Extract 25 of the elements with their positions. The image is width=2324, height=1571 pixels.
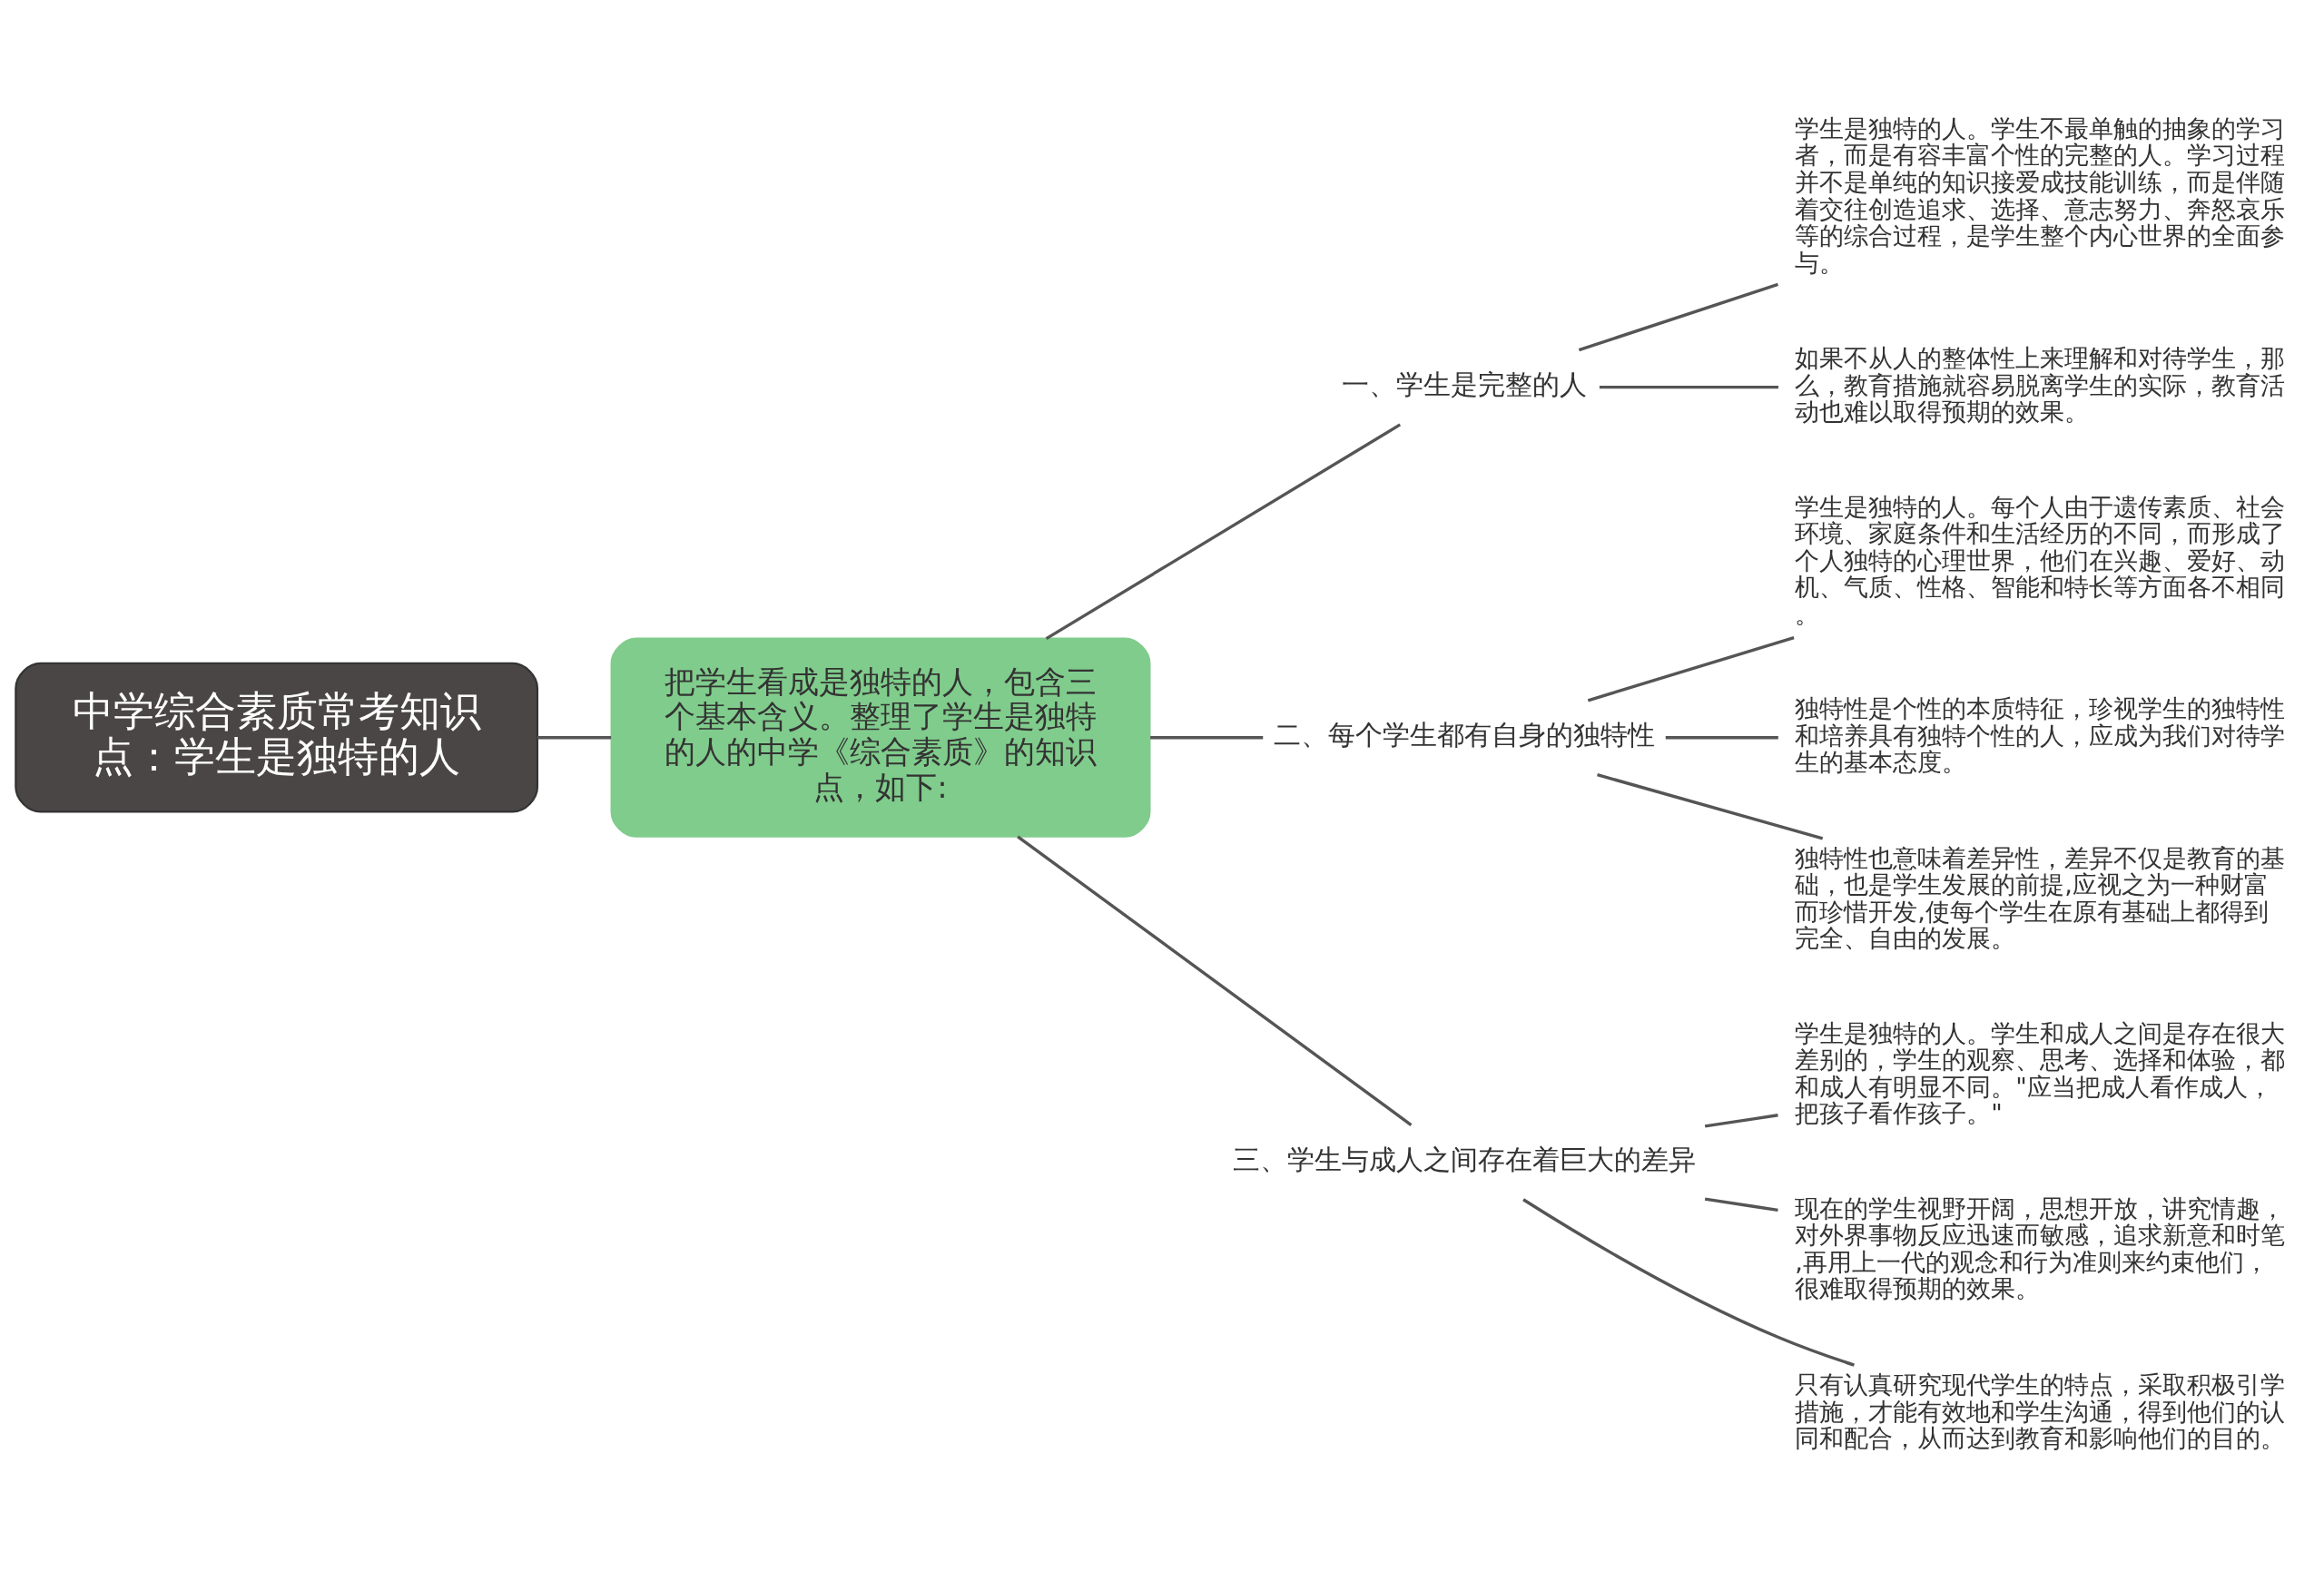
connector: [1017, 835, 1413, 1126]
node-text: 只有认真研究现代学生的特点，采取积极引学措施，才能有效地和学生沟通，得到他们的认同和配合，从而达到教育和影响他们的目的。: [1795, 1370, 2286, 1453]
connector: [1045, 423, 1402, 641]
node-text: 学生是独特的人。学生不最单触的抽象的学习者，而是有容丰富个性的完整的人。学习过程并不是单纯的知识接爱成技能训练，而是伴随着交往创造追求、选择、意志努力、奔怒哀乐等的综合过程，是学生整个内心世界的全面参与。: [1795, 113, 2286, 277]
node-text: 如果不从人的整体性上来理解和对待学生，那么，教育措施就容易脱离学生的实际，教育活动也难以取得预期的效果。: [1795, 344, 2286, 427]
node-text: 学生是独特的人。学生和成人之间是存在很大差别的，学生的观察、思考、选择和体验，都和成人有明显不同。"应当把成人看作成人，把孩子看作孩子。": [1795, 1018, 2286, 1128]
node-text: 二、每个学生都有自身的独特性: [1273, 720, 1655, 751]
node-text: 独特性是个性的本质特征，珍视学生的独特性和培养具有独特个性的人，应成为我们对待学生的基本态度。: [1795, 694, 2286, 777]
node-box: 中学综合素质常考知识点：学生是独特的人: [15, 662, 539, 813]
connector: [1704, 1197, 1778, 1213]
connector: [1587, 636, 1795, 702]
connector: [1522, 1198, 1855, 1367]
node-text: 现在的学生视野开阔，思想开放，讲究情趣，对外界事物反应迅速而敏感，追求新意和时笔,再用上一代的观念和行为准则来约束他们，很难取得预期的效果。: [1795, 1193, 2286, 1303]
node-box: 把学生看成是独特的人，包含三个基本含义。整理了学生是独特的人的中学《综合素质》的知识点，如下:: [610, 637, 1151, 838]
connector: [1599, 385, 1778, 389]
node-text: 一、学生是完整的人: [1341, 369, 1587, 401]
connector: [1578, 282, 1778, 352]
connector: [1597, 773, 1824, 840]
connector: [1704, 1114, 1778, 1128]
node-text: 学生是独特的人。每个人由于遗传素质、社会环境、家庭条件和生活经历的不同，而形成了个人独特的心理世界，他们在兴趣、爱好、动机、气质、性格、智能和特长等方面各不相同。: [1795, 492, 2286, 628]
connector: [1150, 736, 1264, 740]
node-text: 独特性也意味着差异性，差异不仅是教育的基础，也是学生发展的前提,应视之为一种财富而珍惜开发,使每个学生在原有基础上都得到完全、自由的发展。: [1795, 843, 2286, 953]
node-text: 三、学生与成人之间存在着巨大的差异: [1232, 1144, 1696, 1176]
connector: [1665, 736, 1778, 740]
connector: [537, 736, 612, 740]
